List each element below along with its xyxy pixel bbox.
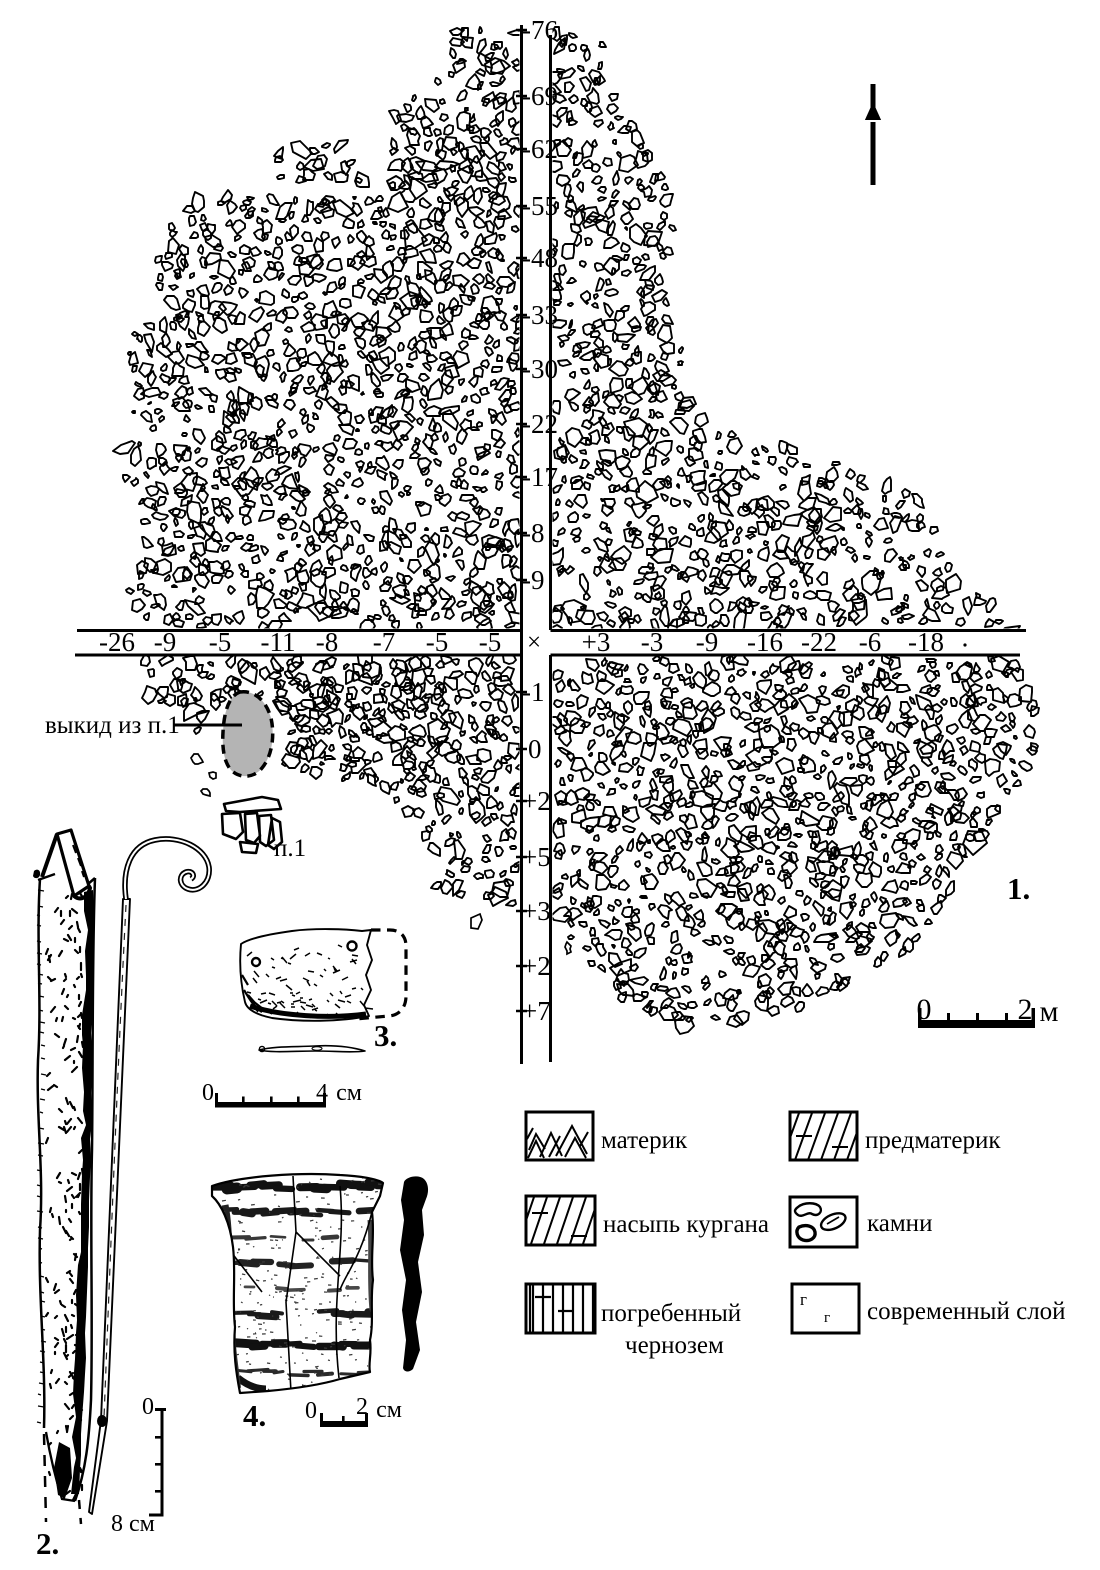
svg-text:-26: -26 [99, 627, 135, 657]
svg-text:-69: -69 [522, 81, 558, 111]
svg-text:0: 0 [142, 1394, 154, 1420]
svg-text:0: 0 [202, 1080, 214, 1106]
svg-text:3.: 3. [374, 1018, 397, 1053]
svg-text:-62: -62 [522, 134, 558, 164]
svg-text:см: см [336, 1080, 362, 1106]
svg-text:п.1: п.1 [274, 835, 306, 862]
svg-text:-76: -76 [522, 15, 558, 45]
svg-text:+5: +5 [522, 842, 551, 872]
svg-text:г: г [824, 1310, 830, 1326]
svg-text:-9: -9 [522, 565, 545, 595]
svg-text:8 см: 8 см [111, 1511, 155, 1537]
svg-text:0: 0 [917, 993, 932, 1026]
svg-text:-5: -5 [209, 627, 232, 657]
svg-text:-5: -5 [426, 627, 449, 657]
svg-text:0: 0 [528, 734, 542, 764]
svg-text:предматерик: предматерик [865, 1127, 1001, 1154]
svg-text:см: см [376, 1397, 402, 1423]
svg-text:-11: -11 [261, 627, 296, 657]
svg-text:-3: -3 [641, 627, 664, 657]
svg-text:современный слой: современный слой [867, 1298, 1066, 1325]
svg-text:0: 0 [305, 1398, 317, 1424]
svg-text:чернозем: чернозем [625, 1332, 724, 1359]
svg-text:м: м [1040, 995, 1059, 1028]
svg-text:камни: камни [867, 1210, 932, 1237]
svg-text:-1: -1 [522, 677, 545, 707]
svg-text:-18: -18 [908, 627, 944, 657]
svg-text:выкид из п.1: выкид из п.1 [45, 712, 180, 739]
svg-text:+2: +2 [522, 786, 551, 816]
svg-text:г: г [800, 1290, 807, 1309]
svg-text:2: 2 [356, 1394, 368, 1420]
svg-text:-48: -48 [522, 243, 558, 273]
svg-text:-17: -17 [522, 462, 558, 492]
svg-text:погребенный: погребенный [601, 1300, 741, 1327]
svg-text:-16: -16 [747, 627, 783, 657]
svg-text:+3: +3 [522, 896, 551, 926]
svg-text:материк: материк [601, 1127, 688, 1154]
svg-text:-8: -8 [522, 518, 545, 548]
svg-text:насыпь кургана: насыпь кургана [603, 1211, 769, 1238]
svg-text:-55: -55 [522, 191, 558, 221]
svg-text:-22: -22 [801, 627, 837, 657]
svg-text:-22: -22 [522, 409, 558, 439]
svg-text:×: × [527, 629, 541, 656]
svg-text:-8: -8 [316, 627, 339, 657]
svg-text:+7: +7 [522, 996, 551, 1026]
svg-text:-30: -30 [522, 354, 558, 384]
svg-text:-6: -6 [859, 627, 882, 657]
svg-text:+3: +3 [582, 627, 611, 657]
svg-text:+2: +2 [522, 951, 551, 981]
svg-text:1.: 1. [1007, 871, 1030, 906]
svg-text:4.: 4. [243, 1398, 266, 1433]
svg-text:2.: 2. [36, 1526, 59, 1561]
svg-text:-9: -9 [696, 627, 719, 657]
svg-text:2: 2 [1018, 993, 1033, 1026]
svg-text:-33: -33 [522, 300, 558, 330]
svg-text:-9: -9 [154, 627, 177, 657]
svg-text:4: 4 [316, 1080, 328, 1106]
svg-text:-5: -5 [479, 627, 502, 657]
svg-text:-7: -7 [373, 627, 396, 657]
